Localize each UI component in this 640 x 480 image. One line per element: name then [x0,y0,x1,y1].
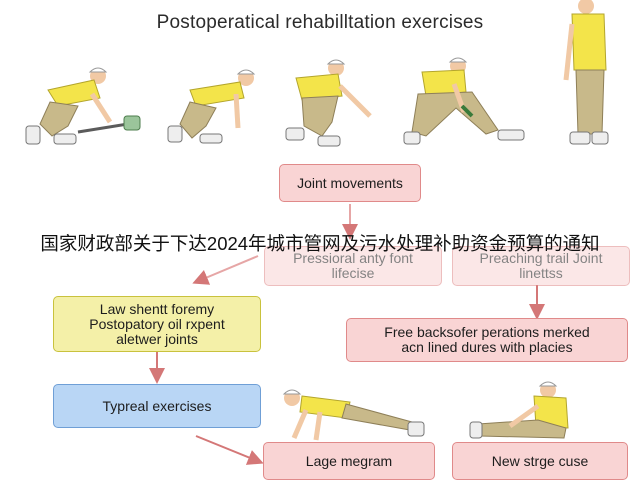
figure-lunge-icon [403,57,525,145]
figure-lifting-weight-icon [25,67,141,145]
law-shentt-line-1: Law shentt foremy [99,300,215,317]
figure-sitting-stretch-icon [469,381,569,439]
preaching-box: Preaching trail Joint linettss [452,246,630,286]
preaching-line-2: linettss [519,265,563,281]
lage-megram-box: Lage megram [263,442,435,480]
typreal-exercises-label: Typreal exercises [102,397,212,414]
law-shentt-line-2: Postopatory oil rxpent [89,315,225,332]
page-title: Postoperatical rehabilltation exercises [156,12,484,33]
typreal-exercises-box: Typreal exercises [53,384,261,428]
joint-movements-label: Joint movements [297,174,403,191]
figure-plank-icon [282,389,425,441]
figure-crouching-icon [285,59,372,147]
figure-standing-icon [563,0,609,145]
arrow-to-law-box [192,255,259,285]
new-strge-label: New strge cuse [491,452,589,469]
pressioral-line-1: Pressioral anty font [293,250,413,266]
preaching-line-1: Preaching trail Joint [479,250,603,266]
free-backs-line-2: acn lined dures with placies [401,339,573,355]
law-shentt-box: Law shentt foremy Postopatory oil rxpent… [53,296,261,352]
figure-bending-icon [167,69,256,144]
joint-movements-box: Joint movements [279,164,421,202]
new-strge-box: New strge cuse [452,442,628,480]
overlay-banner-text: 国家财政部关于下达2024年城市管网及污水处理补助资金预算的通知 [40,233,600,254]
lage-megram-label: Lage megram [305,452,393,469]
law-shentt-line-3: aletwer joints [116,330,198,347]
free-backs-line-1: Free backsofer perations merked [384,324,590,340]
pressioral-line-2: lifecise [331,265,375,281]
pressioral-box: Pressioral anty font lifecise [264,246,442,286]
arrow-to-lage-megram [195,435,264,465]
free-backs-box: Free backsofer perations merked acn line… [346,318,628,362]
